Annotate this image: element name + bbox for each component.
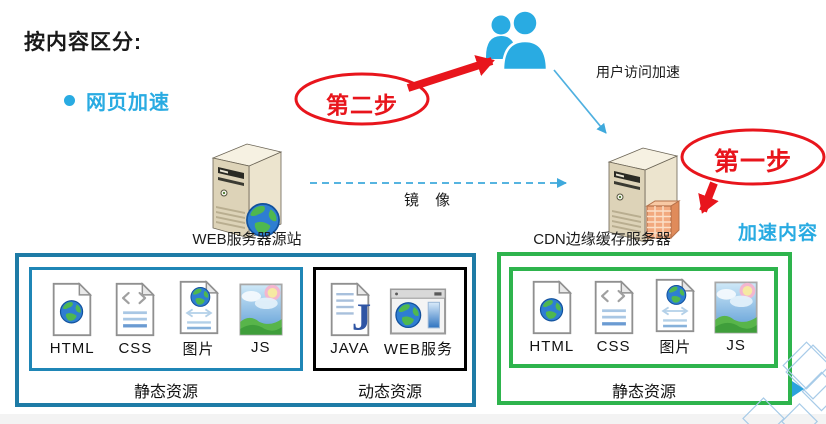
globe-document-icon bbox=[529, 280, 575, 335]
step-2-red-arrow bbox=[406, 55, 495, 92]
java-document-icon bbox=[327, 282, 373, 337]
resource-item-js: JS bbox=[714, 281, 758, 354]
dynamic-resources-box: JAVA WEB服务 bbox=[313, 267, 467, 371]
accelerated-content-label: 加速内容 bbox=[738, 223, 819, 244]
static-resources-caption: 静态资源 bbox=[611, 384, 677, 401]
page-title: 按内容区分: bbox=[24, 31, 142, 54]
static-resources-caption: 静态资源 bbox=[133, 384, 199, 401]
code-document-icon bbox=[591, 280, 637, 335]
dynamic-resources-caption: 动态资源 bbox=[357, 384, 423, 401]
resource-item-js: JS bbox=[239, 283, 283, 356]
resource-label: CSS bbox=[596, 338, 631, 355]
landscape-image-icon bbox=[714, 281, 758, 334]
resource-label: HTML bbox=[529, 338, 575, 355]
static-resources-box-origin: HTML CSS 图片 JS bbox=[29, 267, 303, 371]
resource-label: CSS bbox=[118, 339, 153, 357]
resource-label: JS bbox=[726, 337, 746, 354]
resource-label: WEB服务 bbox=[383, 340, 454, 358]
resource-item-css: CSS bbox=[591, 280, 637, 355]
bullet-item-web-acceleration: 网页加速 bbox=[64, 86, 170, 115]
resource-item-html: HTML bbox=[529, 280, 575, 355]
globe-transfer-document-icon bbox=[176, 280, 222, 335]
landscape-image-icon bbox=[239, 283, 283, 336]
resource-item-java: JAVA bbox=[327, 282, 373, 357]
resource-label: JS bbox=[250, 338, 271, 356]
bullet-item-label: 网页加速 bbox=[86, 92, 170, 114]
user-access-label: 用户访问加速 bbox=[596, 64, 680, 80]
step-1-red-arrow bbox=[698, 181, 719, 214]
code-document-icon bbox=[112, 282, 158, 337]
bottom-strip bbox=[0, 414, 826, 424]
resource-item-css: CSS bbox=[112, 282, 158, 357]
web-server-label: WEB服务器源站 bbox=[192, 231, 302, 248]
resource-item-web-service: WEB服务 bbox=[384, 280, 453, 359]
globe-transfer-document-icon bbox=[652, 278, 698, 333]
cache-bricks-icon bbox=[645, 200, 681, 240]
static-resources-box-cdn: HTML CSS 图片 JS bbox=[509, 267, 778, 368]
mirror-label: 镜 像 bbox=[404, 192, 457, 209]
resource-item-html: HTML bbox=[49, 282, 95, 357]
resource-label: 图片 bbox=[182, 340, 215, 358]
users-icon bbox=[482, 9, 552, 77]
resource-item-image: 图片 bbox=[176, 280, 222, 359]
step-2-badge: 第二步 bbox=[326, 92, 398, 118]
globe-document-icon bbox=[49, 282, 95, 337]
step-1-badge: 第一步 bbox=[713, 148, 792, 176]
browser-globe-icon bbox=[389, 288, 447, 335]
cdn-server-label: CDN边缘缓存服务器 bbox=[533, 231, 671, 248]
resource-item-image: 图片 bbox=[652, 278, 698, 357]
resource-label: 图片 bbox=[659, 339, 692, 356]
bullet-dot-icon bbox=[64, 95, 75, 106]
resource-label: HTML bbox=[49, 339, 95, 357]
resource-label: JAVA bbox=[330, 339, 370, 357]
cdn-edge-server-icon bbox=[596, 140, 688, 249]
